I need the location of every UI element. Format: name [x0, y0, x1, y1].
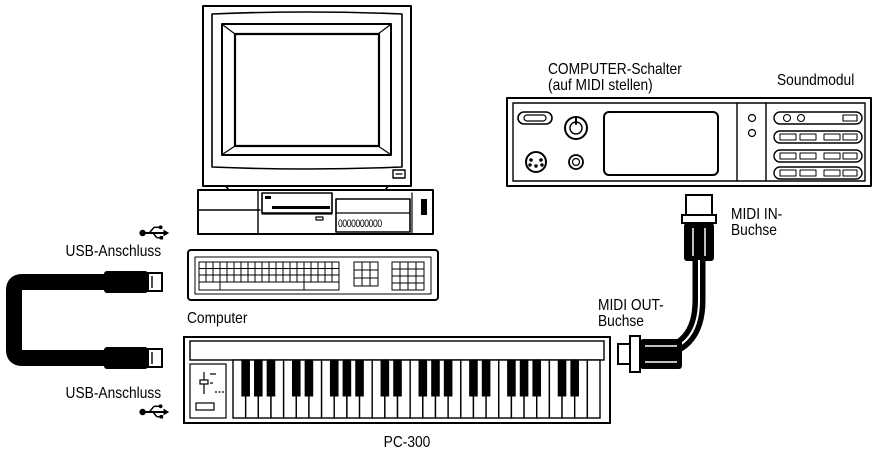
black-key [241, 359, 250, 397]
black-key [570, 359, 579, 397]
black-key [393, 359, 402, 397]
drive-counter: 0000000000 [338, 218, 382, 230]
black-key [431, 359, 440, 397]
usb-port-label-top: USB-Anschluss [65, 243, 161, 260]
computer-switch-label-line2: (auf MIDI stellen) [548, 77, 653, 94]
black-key [557, 359, 567, 397]
usb-icon [138, 224, 171, 241]
computer-label: Computer [187, 310, 248, 327]
black-key [355, 359, 364, 397]
black-key [380, 359, 390, 397]
black-key [254, 359, 263, 397]
pc-300-keyboard [183, 336, 611, 424]
black-key [304, 359, 314, 397]
usb-cable [6, 271, 163, 369]
sound-module [506, 97, 872, 187]
black-key [266, 359, 276, 397]
sound-module-label: Soundmodul [777, 72, 855, 89]
computer-base-unit [197, 189, 434, 235]
black-key [418, 359, 428, 397]
usb-icon [138, 403, 171, 420]
midi-cable [617, 194, 717, 373]
black-key [481, 359, 491, 397]
black-key [469, 359, 478, 397]
midi-in-label-line2: Buchse [731, 222, 777, 239]
pc-300-label: PC-300 [383, 434, 431, 451]
black-key [329, 359, 339, 397]
black-key [519, 359, 529, 397]
black-key [291, 359, 301, 397]
computer-monitor [202, 5, 412, 193]
computer-keyboard [187, 249, 439, 301]
midi-in-label-line1: MIDI IN- [731, 206, 783, 223]
black-key [342, 359, 352, 397]
midi-out-label-line1: MIDI OUT- [598, 297, 664, 314]
computer-switch-label-line1: COMPUTER-Schalter [548, 61, 682, 78]
black-key [443, 359, 453, 397]
black-key [507, 359, 516, 397]
midi-out-label-line2: Buchse [598, 313, 644, 330]
usb-port-label-bottom: USB-Anschluss [65, 385, 161, 402]
black-key [532, 359, 542, 397]
white-key [586, 359, 601, 419]
